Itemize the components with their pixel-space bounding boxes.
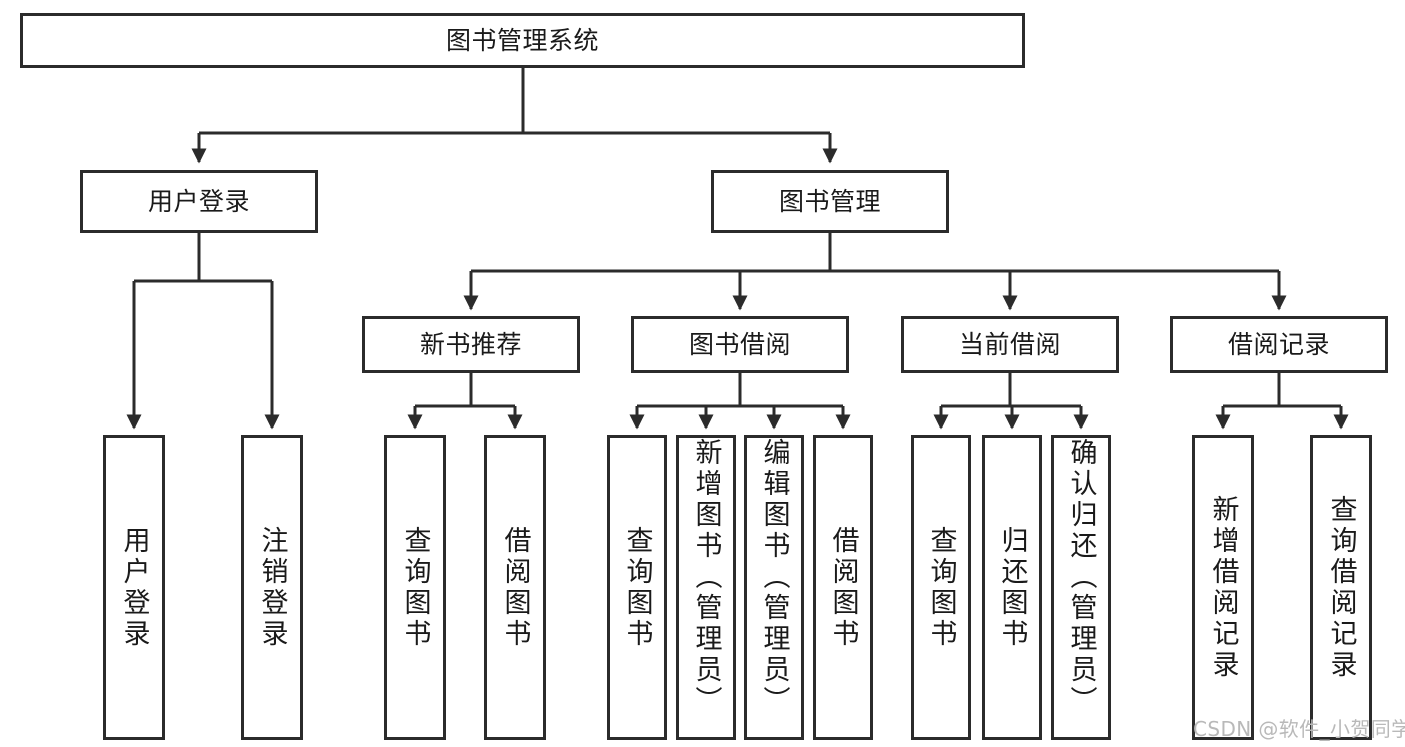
node-leaf-query-book-rec[interactable]: 查询图书 [384,435,446,740]
node-label: 图书管理 [778,187,881,216]
node-label: 借阅图书 [827,525,859,650]
node-current-borrow[interactable]: 当前借阅 [901,316,1119,373]
node-label: 新增图书（管理员） [690,438,722,717]
node-new-book-recommend[interactable]: 新书推荐 [362,316,580,373]
node-label: 借阅记录 [1227,330,1330,359]
node-leaf-edit-book[interactable]: 编辑图书（管理员） [744,435,804,740]
node-user-login[interactable]: 用户登录 [80,170,318,233]
node-label: 图书管理系统 [445,26,599,55]
node-leaf-logout[interactable]: 注销登录 [241,435,303,740]
node-label: 用户登录 [118,525,150,650]
node-label: 归还图书 [996,525,1028,650]
node-root[interactable]: 图书管理系统 [20,13,1025,68]
node-leaf-user-login[interactable]: 用户登录 [103,435,165,740]
node-label: 借阅图书 [499,525,531,650]
node-label: 新增借阅记录 [1207,494,1239,681]
node-book-borrow[interactable]: 图书借阅 [631,316,849,373]
node-label: 查询图书 [621,525,653,650]
node-label: 新书推荐 [419,330,522,359]
node-label: 编辑图书（管理员） [758,438,790,717]
node-book-management[interactable]: 图书管理 [711,170,949,233]
node-leaf-query-book-borrow[interactable]: 查询图书 [607,435,667,740]
node-leaf-confirm-return[interactable]: 确认归还（管理员） [1051,435,1111,740]
node-leaf-return-book[interactable]: 归还图书 [982,435,1042,740]
node-label: 注销登录 [256,525,288,650]
node-borrow-record[interactable]: 借阅记录 [1170,316,1388,373]
node-leaf-borrow-book[interactable]: 借阅图书 [813,435,873,740]
node-leaf-borrow-book-rec[interactable]: 借阅图书 [484,435,546,740]
watermark-text: CSDN @软件_小贺同学 [1193,717,1405,741]
node-label: 图书借阅 [688,330,791,359]
node-label: 查询借阅记录 [1325,494,1357,681]
node-label: 确认归还（管理员） [1065,438,1097,717]
node-leaf-add-book[interactable]: 新增图书（管理员） [676,435,736,740]
node-leaf-query-book-cur[interactable]: 查询图书 [911,435,971,740]
node-label: 用户登录 [147,187,250,216]
node-label: 查询图书 [399,525,431,650]
node-label: 当前借阅 [958,330,1061,359]
node-label: 查询图书 [925,525,957,650]
node-leaf-add-record[interactable]: 新增借阅记录 [1192,435,1254,740]
node-leaf-query-record[interactable]: 查询借阅记录 [1310,435,1372,740]
